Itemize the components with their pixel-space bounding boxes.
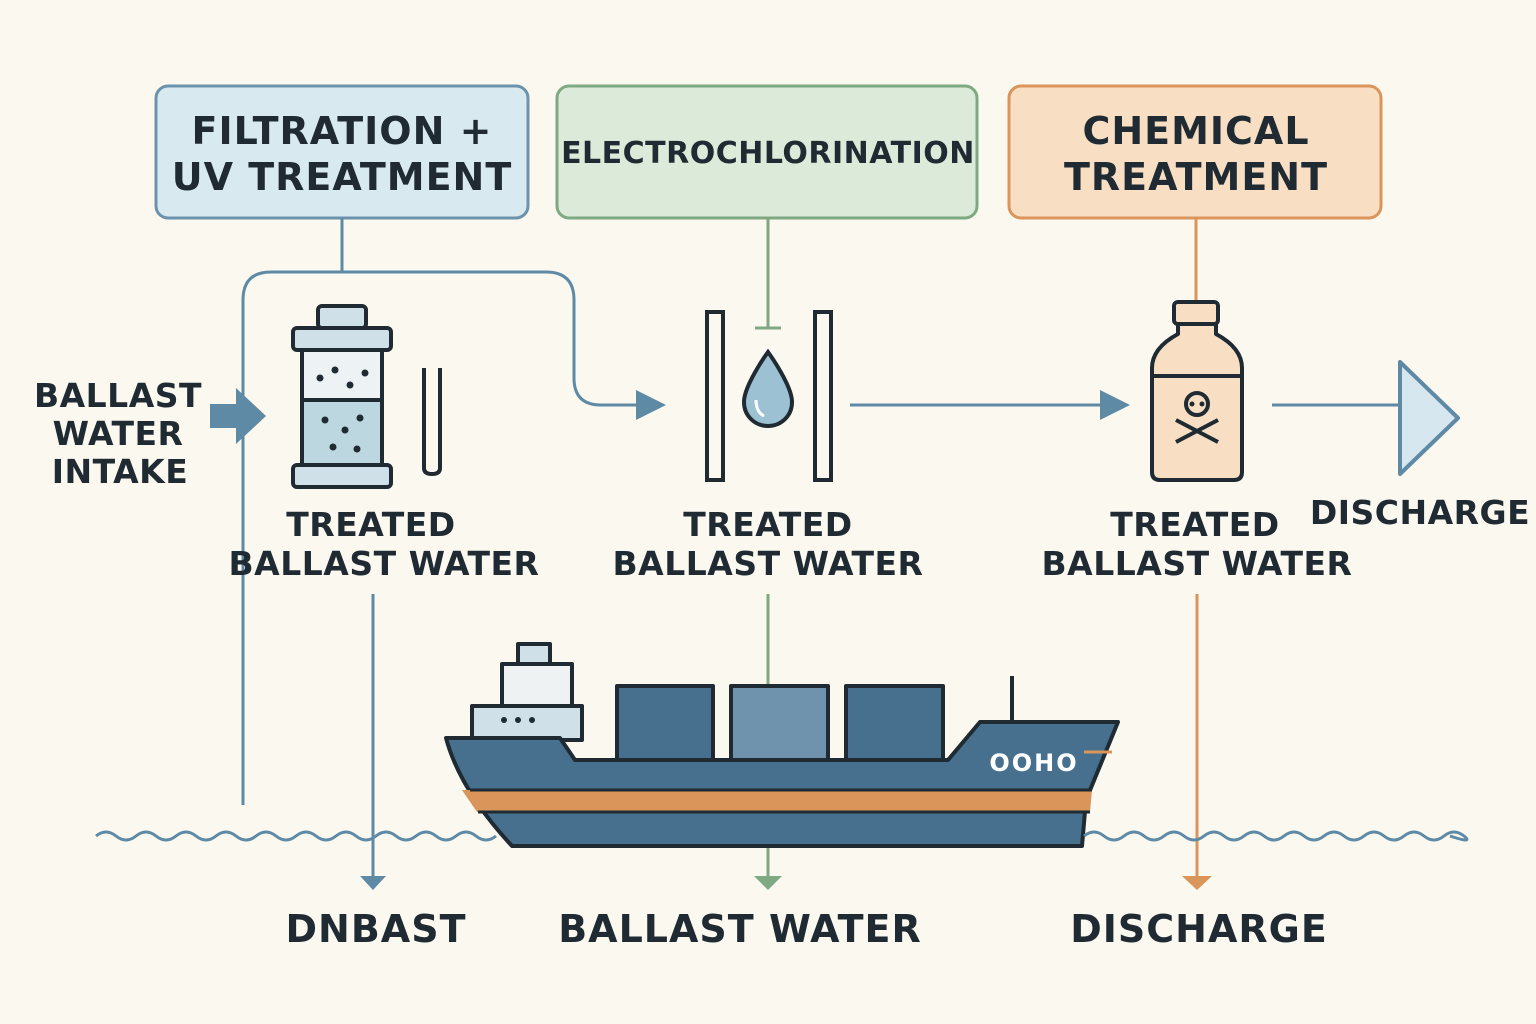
intake-arrow-icon <box>210 388 266 444</box>
connector-lines <box>241 218 1400 805</box>
output-line: TREATED <box>286 505 455 544</box>
output-line: BALLAST WATER <box>229 544 540 583</box>
uv-lamp-icon <box>422 368 442 477</box>
poison-bottle-icon <box>1150 300 1244 482</box>
stage-title-line: TREATMENT <box>1064 155 1328 199</box>
output-label-electro: TREATED BALLAST WATER <box>613 505 924 583</box>
bottom-label-left: DNBAST <box>285 907 466 951</box>
water-waves <box>95 830 1469 842</box>
output-line: BALLAST WATER <box>613 544 924 583</box>
intake-line: BALLAST <box>34 376 202 415</box>
stage-title-line: CHEMICAL <box>1082 109 1309 153</box>
skull-crossbones-icon <box>1175 391 1219 444</box>
bottom-label-right: DISCHARGE <box>1070 907 1328 951</box>
output-line: TREATED <box>1110 505 1279 544</box>
output-label-chemical: TREATED BALLAST WATER <box>1042 505 1353 583</box>
stage-title-line: ELECTROCHLORINATION <box>561 136 975 171</box>
ship-name: OOHO <box>989 749 1078 777</box>
output-line: BALLAST WATER <box>1042 544 1353 583</box>
bottom-label-center: BALLAST WATER <box>558 907 922 951</box>
filter-cartridge-icon <box>291 304 393 489</box>
intake-line: WATER <box>53 414 184 453</box>
intake-line: INTAKE <box>52 452 189 491</box>
intake-label: BALLAST WATER INTAKE <box>34 376 202 491</box>
cargo-ship-icon <box>444 642 1120 848</box>
output-line: TREATED <box>683 505 852 544</box>
stage-title-line: FILTRATION + <box>192 109 493 153</box>
stage-box-chemical: CHEMICAL TREATMENT <box>1007 84 1383 220</box>
discharge-label: DISCHARGE <box>1310 493 1530 532</box>
stage-box-electrochlorination: ELECTROCHLORINATION <box>555 84 979 220</box>
stage-box-filtration-uv: FILTRATION + UV TREATMENT <box>154 84 530 220</box>
stage-title-line: UV TREATMENT <box>172 155 513 199</box>
output-label-filtration: TREATED BALLAST WATER <box>229 505 540 583</box>
water-drop-icon <box>741 348 795 429</box>
electrode-plates-icon <box>705 310 833 482</box>
discharge-arrow-icon <box>1398 360 1460 476</box>
